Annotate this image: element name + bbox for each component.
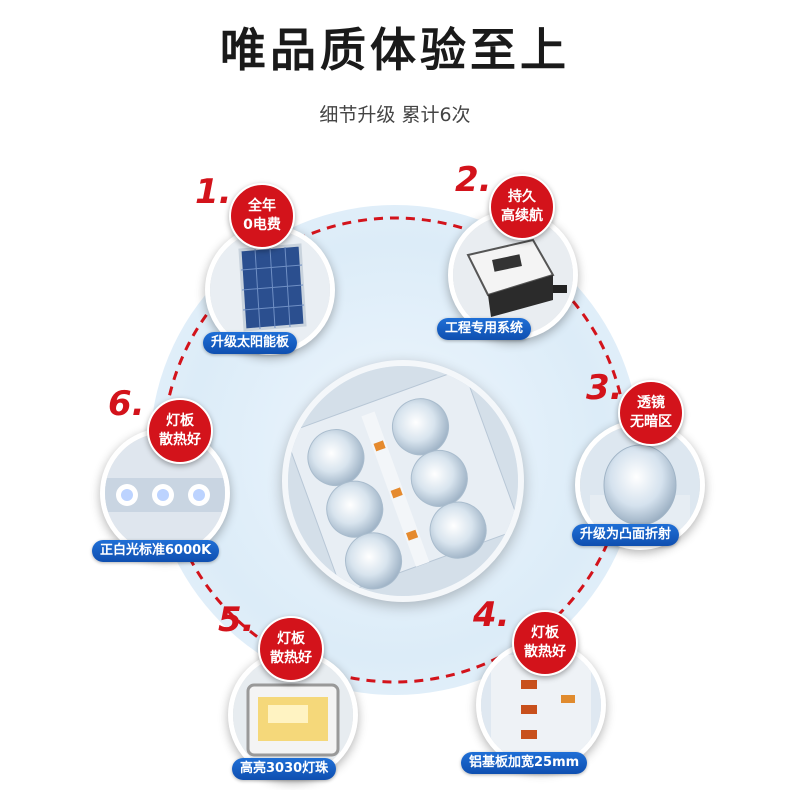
feature-badge-5: 灯板 散热好 xyxy=(258,616,324,682)
feature-label-1: 升级太阳能板 xyxy=(203,332,298,354)
feature-badge-3: 透镜 无暗区 xyxy=(618,380,684,446)
feature-badge-1: 全年 0电费 xyxy=(229,183,295,249)
feature-badge-2: 持久 高续航 xyxy=(489,174,555,240)
feature-label-5: 高亮3030灯珠 xyxy=(232,758,337,780)
feature-label-6: 正白光标准6000K xyxy=(92,540,220,562)
feature-badge-4: 灯板 散热好 xyxy=(512,610,578,676)
feature-number-3: 3. xyxy=(586,368,623,408)
feature-number-2: 2. xyxy=(455,160,492,200)
feature-label-4: 铝基板加宽25mm xyxy=(461,752,588,774)
center-lens-module-image xyxy=(282,360,524,602)
page-subtitle: 细节升级 累计6次 xyxy=(319,104,471,126)
feature-label-3: 升级为凸面折射 xyxy=(572,524,680,546)
feature-number-4: 4. xyxy=(473,595,510,635)
feature-number-1: 1. xyxy=(195,172,232,212)
feature-label-2: 工程专用系统 xyxy=(437,318,532,340)
solar-panel-image xyxy=(205,225,335,355)
page-title: 唯品质体验至上 xyxy=(220,23,570,77)
feature-badge-6: 灯板 散热好 xyxy=(147,398,213,464)
feature-number-6: 6. xyxy=(108,384,145,424)
feature-number-5: 5. xyxy=(218,600,255,640)
